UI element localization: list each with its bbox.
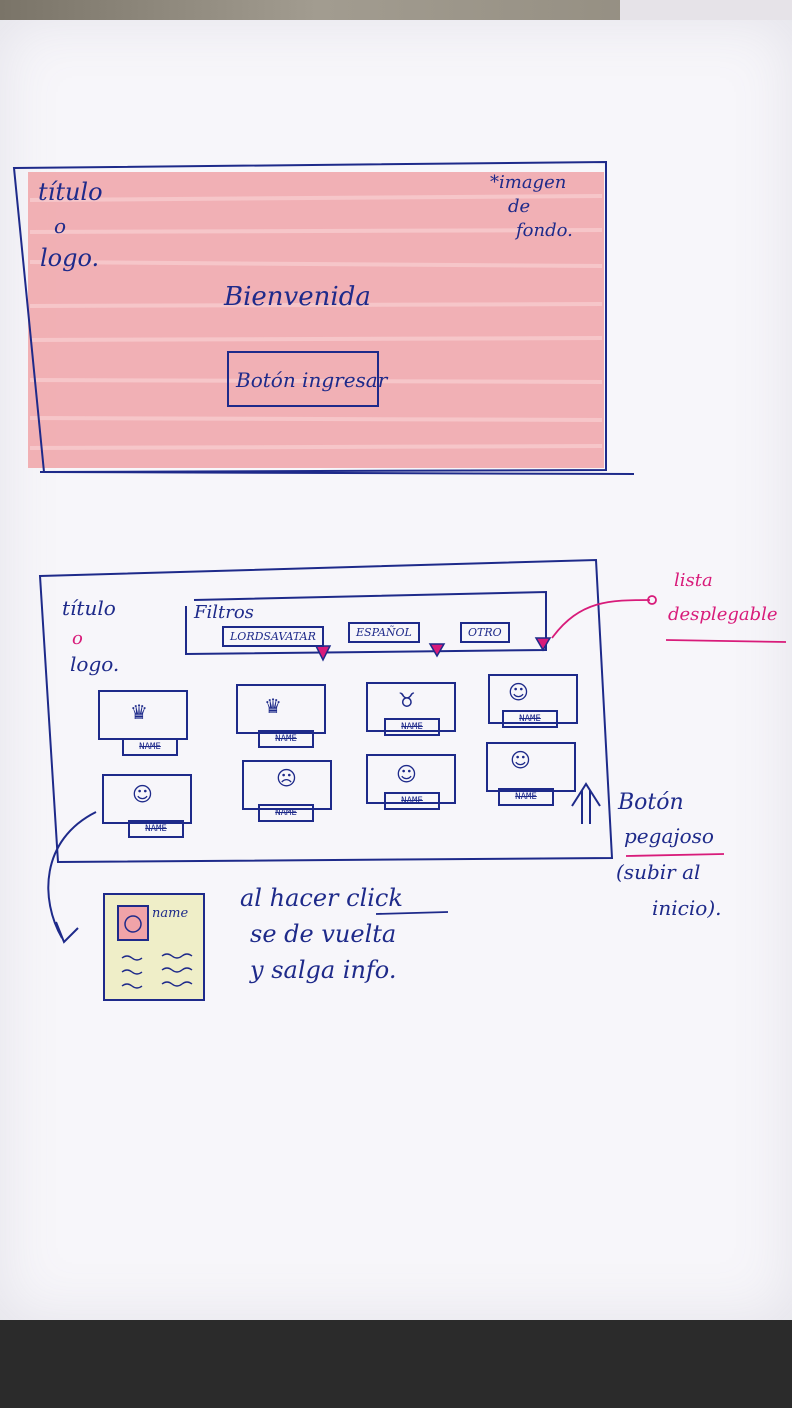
character-card[interactable]: ♛ xyxy=(98,690,188,740)
character-card[interactable]: ☺ xyxy=(488,674,578,724)
wire1-bg-note-line3: fondo. xyxy=(516,220,573,241)
character-card[interactable]: ♉ xyxy=(366,682,456,732)
card-name-label: NAME xyxy=(384,718,440,736)
sticky-note-underline xyxy=(625,853,725,857)
dropdown-note-underline xyxy=(665,639,787,643)
enter-button-frame xyxy=(227,351,379,407)
flip-arrow xyxy=(47,811,97,939)
sticky-note-line1: Botón xyxy=(618,790,684,815)
character-card[interactable]: ☺ xyxy=(102,774,192,824)
wire1-logo-line3: logo. xyxy=(40,244,100,272)
card-name-label: NAME xyxy=(258,730,314,748)
enter-button[interactable]: Botón ingresar xyxy=(236,368,388,392)
wire2-logo-line2: o xyxy=(72,628,83,649)
surprised-face-icon: ☺ xyxy=(396,762,417,786)
dropdown-note-line1: lista xyxy=(674,570,713,591)
card-name-label: NAME xyxy=(128,820,184,838)
wire1-bg-note-line1: *imagen xyxy=(490,172,567,193)
character-card[interactable]: ☹ xyxy=(242,760,332,810)
sticky-note-line2: pegajoso xyxy=(624,824,714,848)
detail-card-info-lines xyxy=(121,953,193,989)
click-note-line3: y salga info. xyxy=(250,956,397,984)
detail-card-name: name xyxy=(152,906,189,921)
wire2-frame xyxy=(38,558,614,864)
filter-dropdown-2[interactable]: ESPAÑOL xyxy=(348,622,420,643)
sticky-note-line4: inicio). xyxy=(652,896,722,920)
card-name-label: NAME xyxy=(384,792,440,810)
click-note-line1: al hacer click xyxy=(240,884,403,912)
filter-dropdown-3[interactable]: OTRO xyxy=(460,622,510,643)
wire2-logo-line1: título xyxy=(62,596,116,620)
crown-face-icon: ♛ xyxy=(264,694,282,718)
horned-face-icon: ♉ xyxy=(398,688,416,712)
filters-label: Filtros xyxy=(194,602,254,623)
character-card[interactable]: ☺ xyxy=(486,742,576,792)
card-name-label: NAME xyxy=(258,804,314,822)
sad-face-icon: ☹ xyxy=(276,766,297,790)
card-name-label: NAME xyxy=(498,788,554,806)
sticky-note-line3: (subir al xyxy=(616,860,701,884)
welcome-text: Bienvenida xyxy=(224,282,371,312)
wire1-frame xyxy=(12,160,635,475)
flat-face-icon: ☺ xyxy=(508,680,529,704)
crown-face-icon: ♛ xyxy=(130,700,148,724)
filter-dropdown-1[interactable]: LORDSAVATAR xyxy=(222,626,324,647)
wire2-logo-line3: logo. xyxy=(70,652,120,676)
dropdown-note-line2: desplegable xyxy=(668,604,778,625)
filters-bracket xyxy=(185,590,547,656)
click-note-line2: se de vuelta xyxy=(250,920,397,948)
click-underline xyxy=(375,911,449,915)
wire1-logo-line2: o xyxy=(54,214,67,238)
character-card[interactable]: ☺ xyxy=(366,754,456,804)
character-card[interactable]: ♛ xyxy=(236,684,326,734)
detail-card-photo xyxy=(117,905,149,941)
wire1-logo-line1: título xyxy=(38,178,103,206)
card-name-label: NAME xyxy=(502,710,558,728)
neutral-face-icon: ☺ xyxy=(510,748,531,772)
card-name-label: NAME xyxy=(122,738,178,756)
dropdown-note-arrow xyxy=(551,599,651,639)
wire1-bg-note-line2: de xyxy=(508,196,531,217)
smile-face-icon: ☺ xyxy=(132,782,153,806)
wire1-stripes xyxy=(29,194,603,450)
sticky-arrow-icon xyxy=(571,782,601,824)
